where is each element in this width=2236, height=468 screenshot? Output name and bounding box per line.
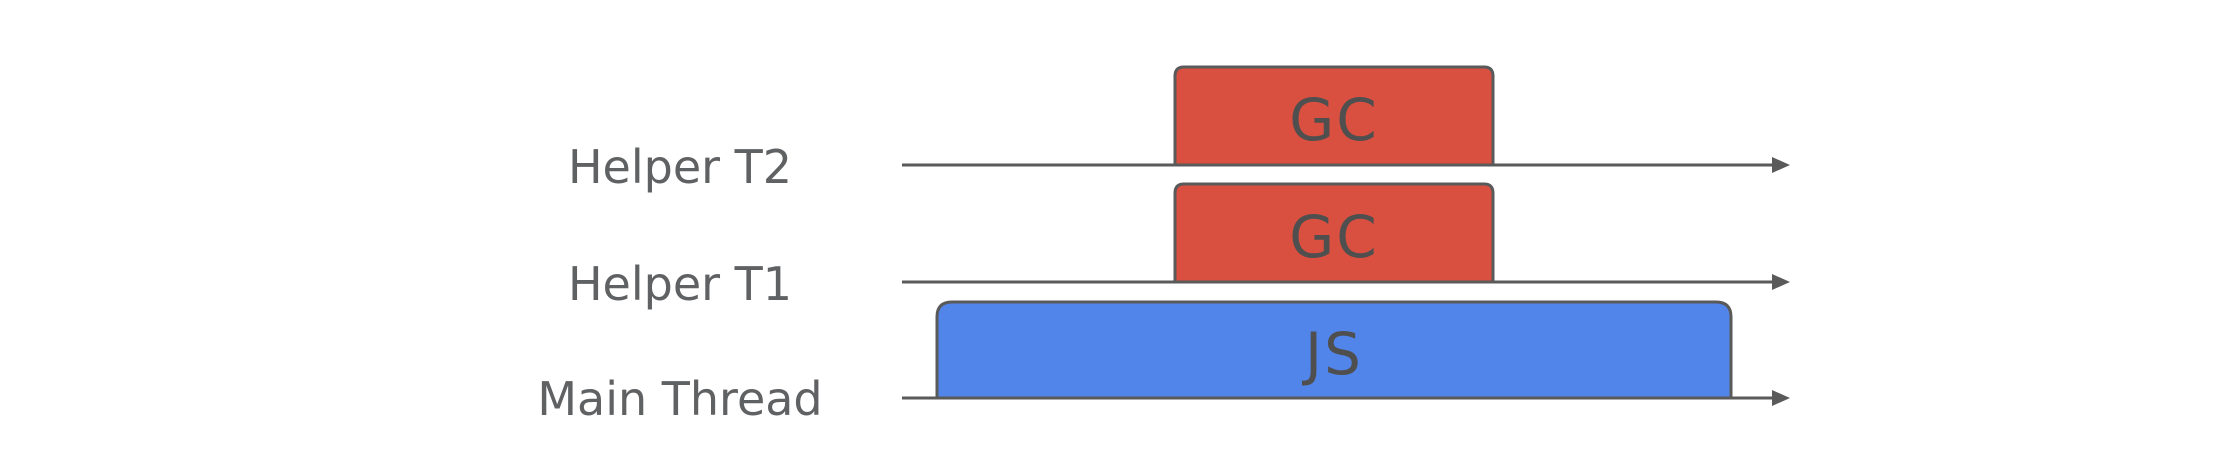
- thread-row-main-thread: Main Thread JS: [537, 300, 1790, 426]
- thread-row-helper-t1: Helper T1 GC: [568, 182, 1790, 311]
- gc-block-helper-t2: [1173, 65, 1495, 165]
- arrow-head-icon: [1772, 157, 1790, 173]
- js-block-main-thread: [935, 300, 1733, 398]
- thread-label-main-thread: Main Thread: [537, 372, 822, 426]
- thread-label-helper-t1: Helper T1: [568, 257, 792, 311]
- gc-block-helper-t1: [1173, 182, 1495, 282]
- gc-block-label-helper-t1: GC: [1289, 203, 1378, 271]
- thread-label-helper-t2: Helper T2: [568, 140, 792, 194]
- gc-block-label-helper-t2: GC: [1289, 86, 1378, 154]
- arrow-head-icon: [1772, 274, 1790, 290]
- arrow-head-icon: [1772, 390, 1790, 406]
- thread-row-helper-t2: Helper T2 GC: [568, 65, 1790, 194]
- js-block-label-main-thread: JS: [1302, 320, 1363, 388]
